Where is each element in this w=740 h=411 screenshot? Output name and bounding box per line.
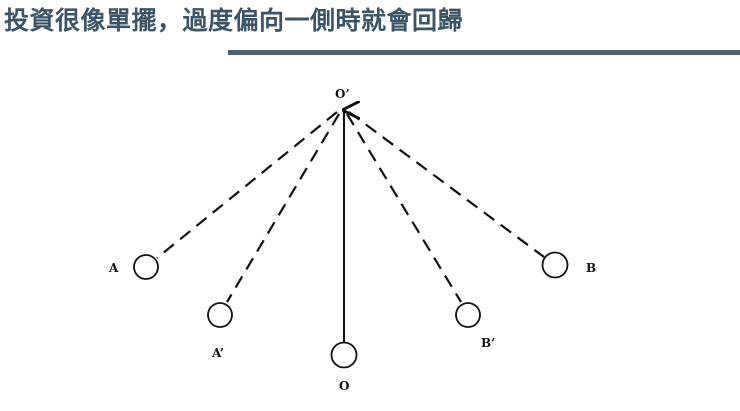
string-B [348,111,545,258]
label-B-prime: B’ [481,336,495,350]
bob-O [330,341,358,369]
label-pivot: O’ [335,87,350,101]
string-B-prime [346,113,462,303]
label-B: B [586,261,596,275]
page-title: 投資很像單擺，過度偏向一側時就會回歸 [4,6,464,35]
string-A-prime [226,113,340,303]
bob-B-prime [455,302,481,328]
bob-A-prime [207,302,233,328]
label-A-prime: A’ [211,346,224,360]
string-A [156,111,338,259]
label-A: A [108,261,119,275]
label-O: O [339,379,349,393]
bob-B [541,251,569,279]
title-underline-rule [228,50,740,55]
bob-A [133,254,159,280]
